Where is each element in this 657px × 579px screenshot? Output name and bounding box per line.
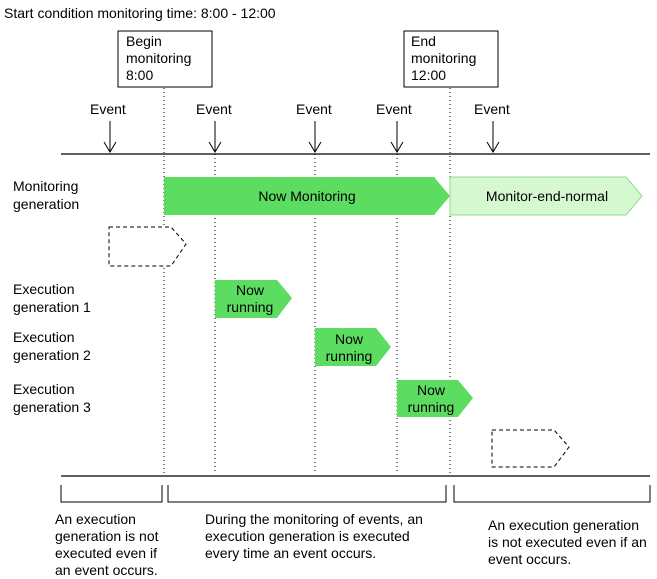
exec1-now-running-bar: Now running <box>215 280 292 318</box>
event-3: Event <box>296 101 332 153</box>
exec3-now-running-bar: Now running <box>397 380 473 417</box>
exec3-row-label-2: generation 3 <box>13 399 91 415</box>
note-before-line-3: executed even if <box>55 545 157 561</box>
down-arrow-icon <box>390 141 404 153</box>
not-executed-generation-before <box>108 226 187 267</box>
event-label: Event <box>90 101 126 117</box>
note-after: An execution generation is not executed … <box>488 517 647 567</box>
now-running-label-1: Now <box>417 382 446 398</box>
begin-box-line-3: 8:00 <box>126 67 153 83</box>
now-running-label-1: Now <box>335 331 364 347</box>
exec2-now-running-bar: Now running <box>315 328 391 366</box>
bracket-before <box>60 485 163 503</box>
monitor-end-normal-bar: Monitor-end-normal <box>449 176 643 216</box>
monitor-end-normal-label: Monitor-end-normal <box>486 188 608 204</box>
monitoring-row-label-1: Monitoring <box>13 178 78 194</box>
now-monitoring-bar: Now Monitoring <box>164 177 450 215</box>
exec1-row-label-1: Execution <box>13 281 74 297</box>
note-before-line-1: An execution <box>55 511 136 527</box>
event-1: Event <box>90 101 126 153</box>
bracket-after <box>453 485 651 503</box>
note-before-line-2: generation is not <box>55 528 159 544</box>
event-2: Event <box>196 101 232 153</box>
not-executed-generation-after <box>491 429 570 468</box>
now-running-label-2: running <box>326 348 373 364</box>
row-labels: Monitoring generation Execution generati… <box>13 178 91 415</box>
note-before-line-4: an event occurs. <box>55 562 158 578</box>
event-label: Event <box>196 101 232 117</box>
exec3-row-label-1: Execution <box>13 381 74 397</box>
now-running-label-2: running <box>227 299 274 315</box>
note-after-line-2: is not executed even if an <box>488 534 647 550</box>
note-during-line-1: During the monitoring of events, an <box>205 511 423 527</box>
event-label: Event <box>296 101 332 117</box>
note-during-line-2: execution generation is executed <box>205 528 410 544</box>
note-after-line-1: An execution generation <box>488 517 639 533</box>
end-box-line-2: monitoring <box>411 50 476 66</box>
end-monitoring-box: End monitoring 12:00 <box>403 30 499 88</box>
monitoring-row-label-2: generation <box>13 196 79 212</box>
diagram-title: Start condition monitoring time: 8:00 - … <box>4 5 276 21</box>
down-arrow-icon <box>486 141 500 153</box>
begin-box-line-2: monitoring <box>126 50 191 66</box>
note-during: During the monitoring of events, an exec… <box>205 511 423 561</box>
note-before: An execution generation is not executed … <box>55 511 159 578</box>
begin-monitoring-box: Begin monitoring 8:00 <box>117 30 213 88</box>
end-box-line-3: 12:00 <box>411 67 446 83</box>
end-box-line-1: End <box>411 33 436 49</box>
event-label: Event <box>376 101 412 117</box>
down-arrow-icon <box>308 141 322 153</box>
exec2-row-label-1: Execution <box>13 329 74 345</box>
event-4: Event <box>376 101 412 153</box>
bracket-during <box>167 485 447 503</box>
exec2-row-label-2: generation 2 <box>13 347 91 363</box>
exec1-row-label-2: generation 1 <box>13 299 91 315</box>
now-monitoring-label: Now Monitoring <box>258 188 355 204</box>
now-running-label-1: Now <box>236 282 265 298</box>
period-brackets <box>60 485 651 503</box>
event-label: Event <box>474 101 510 117</box>
event-5: Event <box>474 101 510 153</box>
down-arrow-icon <box>103 141 117 153</box>
begin-box-line-1: Begin <box>126 33 162 49</box>
note-during-line-3: every time an event occurs. <box>205 545 376 561</box>
now-running-label-2: running <box>408 399 455 415</box>
down-arrow-icon <box>208 141 222 153</box>
note-after-line-3: event occurs. <box>488 551 571 567</box>
